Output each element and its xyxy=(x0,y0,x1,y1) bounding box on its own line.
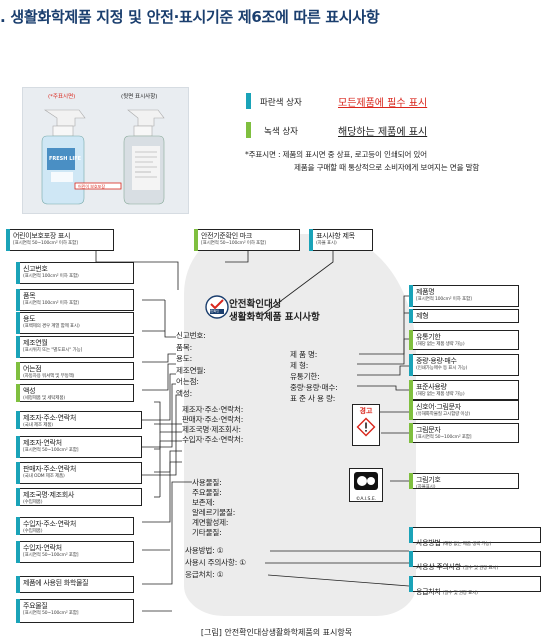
panel-left-field-3: 제조연월: xyxy=(176,365,206,375)
panel-right-field-3: 중량·용량·매수: xyxy=(290,383,338,392)
panel-substance-field-1: 주요물질: xyxy=(192,488,222,497)
box-label-heading: 표시사항 제목(자율 표시) xyxy=(309,229,373,251)
box-left-10: 수입자·주소·연락처(수입제품) xyxy=(16,517,134,535)
green-legend-label: 녹색 상자 xyxy=(264,127,298,137)
box-left-6: 제조자·주소·연락처(국내 제조 제품) xyxy=(16,411,142,429)
safety-mark-text: 안전확인 xyxy=(208,309,220,313)
green-legend-text: 해당하는 제품에 표시 xyxy=(338,127,428,138)
panel-maker-field-1: 판매자·주소·연락처: xyxy=(182,415,244,424)
bottle-brand: FRESH LIFE xyxy=(49,156,82,162)
box-left-2: 용도(표백제의 경우 계열 함께 표시) xyxy=(16,312,134,334)
warning-pictogram-box: 경고 xyxy=(352,404,380,446)
panel-heading-line1: 안전확인대상 xyxy=(229,299,282,310)
box-right-6: 그림문자[표시면적 50~100cm² 포함] xyxy=(409,423,519,443)
warning-signal-word: 경고 xyxy=(359,407,373,415)
box-right-4: 표준사용량(해당 없는 제품 생략 가능) xyxy=(409,380,519,400)
box-left-3: 제조연월[표시위치 또는 "별도표시" 가능] xyxy=(16,336,134,358)
panel-substance-field-2: 보존제: xyxy=(192,498,215,507)
panel-left-field-0: 신고번호: xyxy=(176,331,206,340)
panel-left-field-4: 어는점: xyxy=(176,377,199,386)
product-photo: (*주표시면) (뒷면 표시사항) FRESH LIFE 어린이 보호포장 xyxy=(22,87,189,214)
blue-legend-swatch xyxy=(246,93,251,109)
panel-heading-line2: 생활화학제품 표시사항 xyxy=(229,312,320,323)
box-left-5: 액성(세정제품 및 세탁제품) xyxy=(16,384,134,402)
blue-legend-text: 모든제품에 필수 표시 xyxy=(338,98,428,109)
spray-bottles-illustration xyxy=(41,109,165,205)
box-right-7: 그림기호(자율표시) xyxy=(409,473,519,490)
panel-heading: 안전확인대상 생활화학제품 표시사항 xyxy=(229,298,320,324)
box-right-10: 응급처치(필수 및 권장 표시) xyxy=(409,576,541,596)
front-caption: (*주표시면) xyxy=(48,94,76,100)
box-child-pack: 어린이보호포장 표시[표시면적 50~100cm² 이하 포함] xyxy=(6,229,114,251)
panel-substance-field-0: 사용물질: xyxy=(192,478,222,487)
box-left-0: 신고번호(표시면적 100cm² 이하 포함) xyxy=(16,262,134,284)
panel-left-field-5: 액성: xyxy=(176,388,192,398)
panel-substance-field-5: 기타물질: xyxy=(192,528,222,537)
box-right-1: 제형 xyxy=(409,309,519,323)
box-right-3: 중량·용량·매수(인쇄가능매수 등 표시 가능) xyxy=(409,354,519,376)
green-legend-swatch xyxy=(246,122,251,138)
box-left-7: 제조자·연락처[표시면적 50~100cm² 포함] xyxy=(16,436,142,458)
panel-right-field-0: 제 품 명: xyxy=(290,350,318,359)
box-right-9: 사용상 주의사항(필수 및 권장 표시) xyxy=(409,551,541,571)
box-left-13: 주요물질[표시면적 50~100cm² 포함] xyxy=(16,599,134,623)
panel-maker-field-2: 제조국명·제조회사: xyxy=(182,425,241,434)
panel-substance-field-3: 알레르기물질: xyxy=(192,508,236,517)
back-caption: (뒷면 표시사항) xyxy=(121,94,158,100)
box-left-12: 제품에 사용된 화학물질 xyxy=(16,576,134,593)
figure-caption: [그림] 안전확인대상생활화학제품의 표시항목 xyxy=(200,628,353,637)
panel-right-field-2: 유통기한: xyxy=(290,372,320,381)
panel-usage-field-2: 응급처치: ① xyxy=(185,570,224,579)
panel-left-field-2: 용도: xyxy=(176,354,192,363)
panel-right-field-1: 제 형: xyxy=(290,361,309,370)
panel-maker-field-3: 수입자·주소·연락처: xyxy=(182,435,244,444)
box-safety-mark: 안전기준확인 마크[표시면적 50~100cm² 이하 포함] xyxy=(194,229,300,251)
safety-mark-icon xyxy=(205,295,229,323)
panel-maker-field-0: 제조자·주소·연락처: xyxy=(182,405,244,414)
legend-note-1: *주표시면 : 제품의 표시면 중 상표, 로고등이 인쇄되어 있어 xyxy=(245,150,427,159)
box-left-9: 제조국명·제조회사(수입제품) xyxy=(16,488,142,506)
blue-legend-label: 파란색 상자 xyxy=(260,98,302,108)
box-left-1: 품목[표시면적 100cm² 이하 포함] xyxy=(16,289,134,311)
page-title: . 생활화학제품 지정 및 안전·표시기준 제6조에 따른 표시사항 xyxy=(0,8,380,26)
panel-substance-field-4: 계면활성제: xyxy=(192,518,229,527)
box-left-4: 어는점(자동차용 워셔액 및 부동액) xyxy=(16,362,134,380)
box-right-5: 신호어·그림문자(유해화학물질 고시함량 이상) xyxy=(409,400,519,420)
legend-note-2: 제품을 구매할 때 통상적으로 소비자에게 보여지는 면을 말함 xyxy=(294,163,480,172)
panel-right-field-4: 표 준 사 용 량: xyxy=(290,394,336,403)
box-left-11: 수입자·연락처[표시면적 50~100cm² 포함] xyxy=(16,541,134,563)
aise-icon xyxy=(354,472,378,490)
panel-usage-field-1: 사용시 주의사항: ① xyxy=(185,558,246,567)
aise-symbol-box: ©A.I.S.E. xyxy=(349,468,383,502)
panel-left-field-1: 품목: xyxy=(176,342,192,352)
exclamation-hazard-icon xyxy=(356,417,376,437)
box-right-2: 유통기한(해당 없는 제품 생략 가능) xyxy=(409,330,519,350)
box-right-8: 사용방법(해당 없는 제품 생략 가능) xyxy=(409,527,541,547)
panel-usage-field-0: 사용방법: ① xyxy=(185,546,224,555)
box-left-8: 판매자·주소·연락처(국내 ODM 제조 제품) xyxy=(16,462,142,484)
child-pack-sticker: 어린이 보호포장 xyxy=(78,184,106,189)
box-right-0: 제품명[표시면적 100cm² 이하 포함] xyxy=(409,285,519,307)
